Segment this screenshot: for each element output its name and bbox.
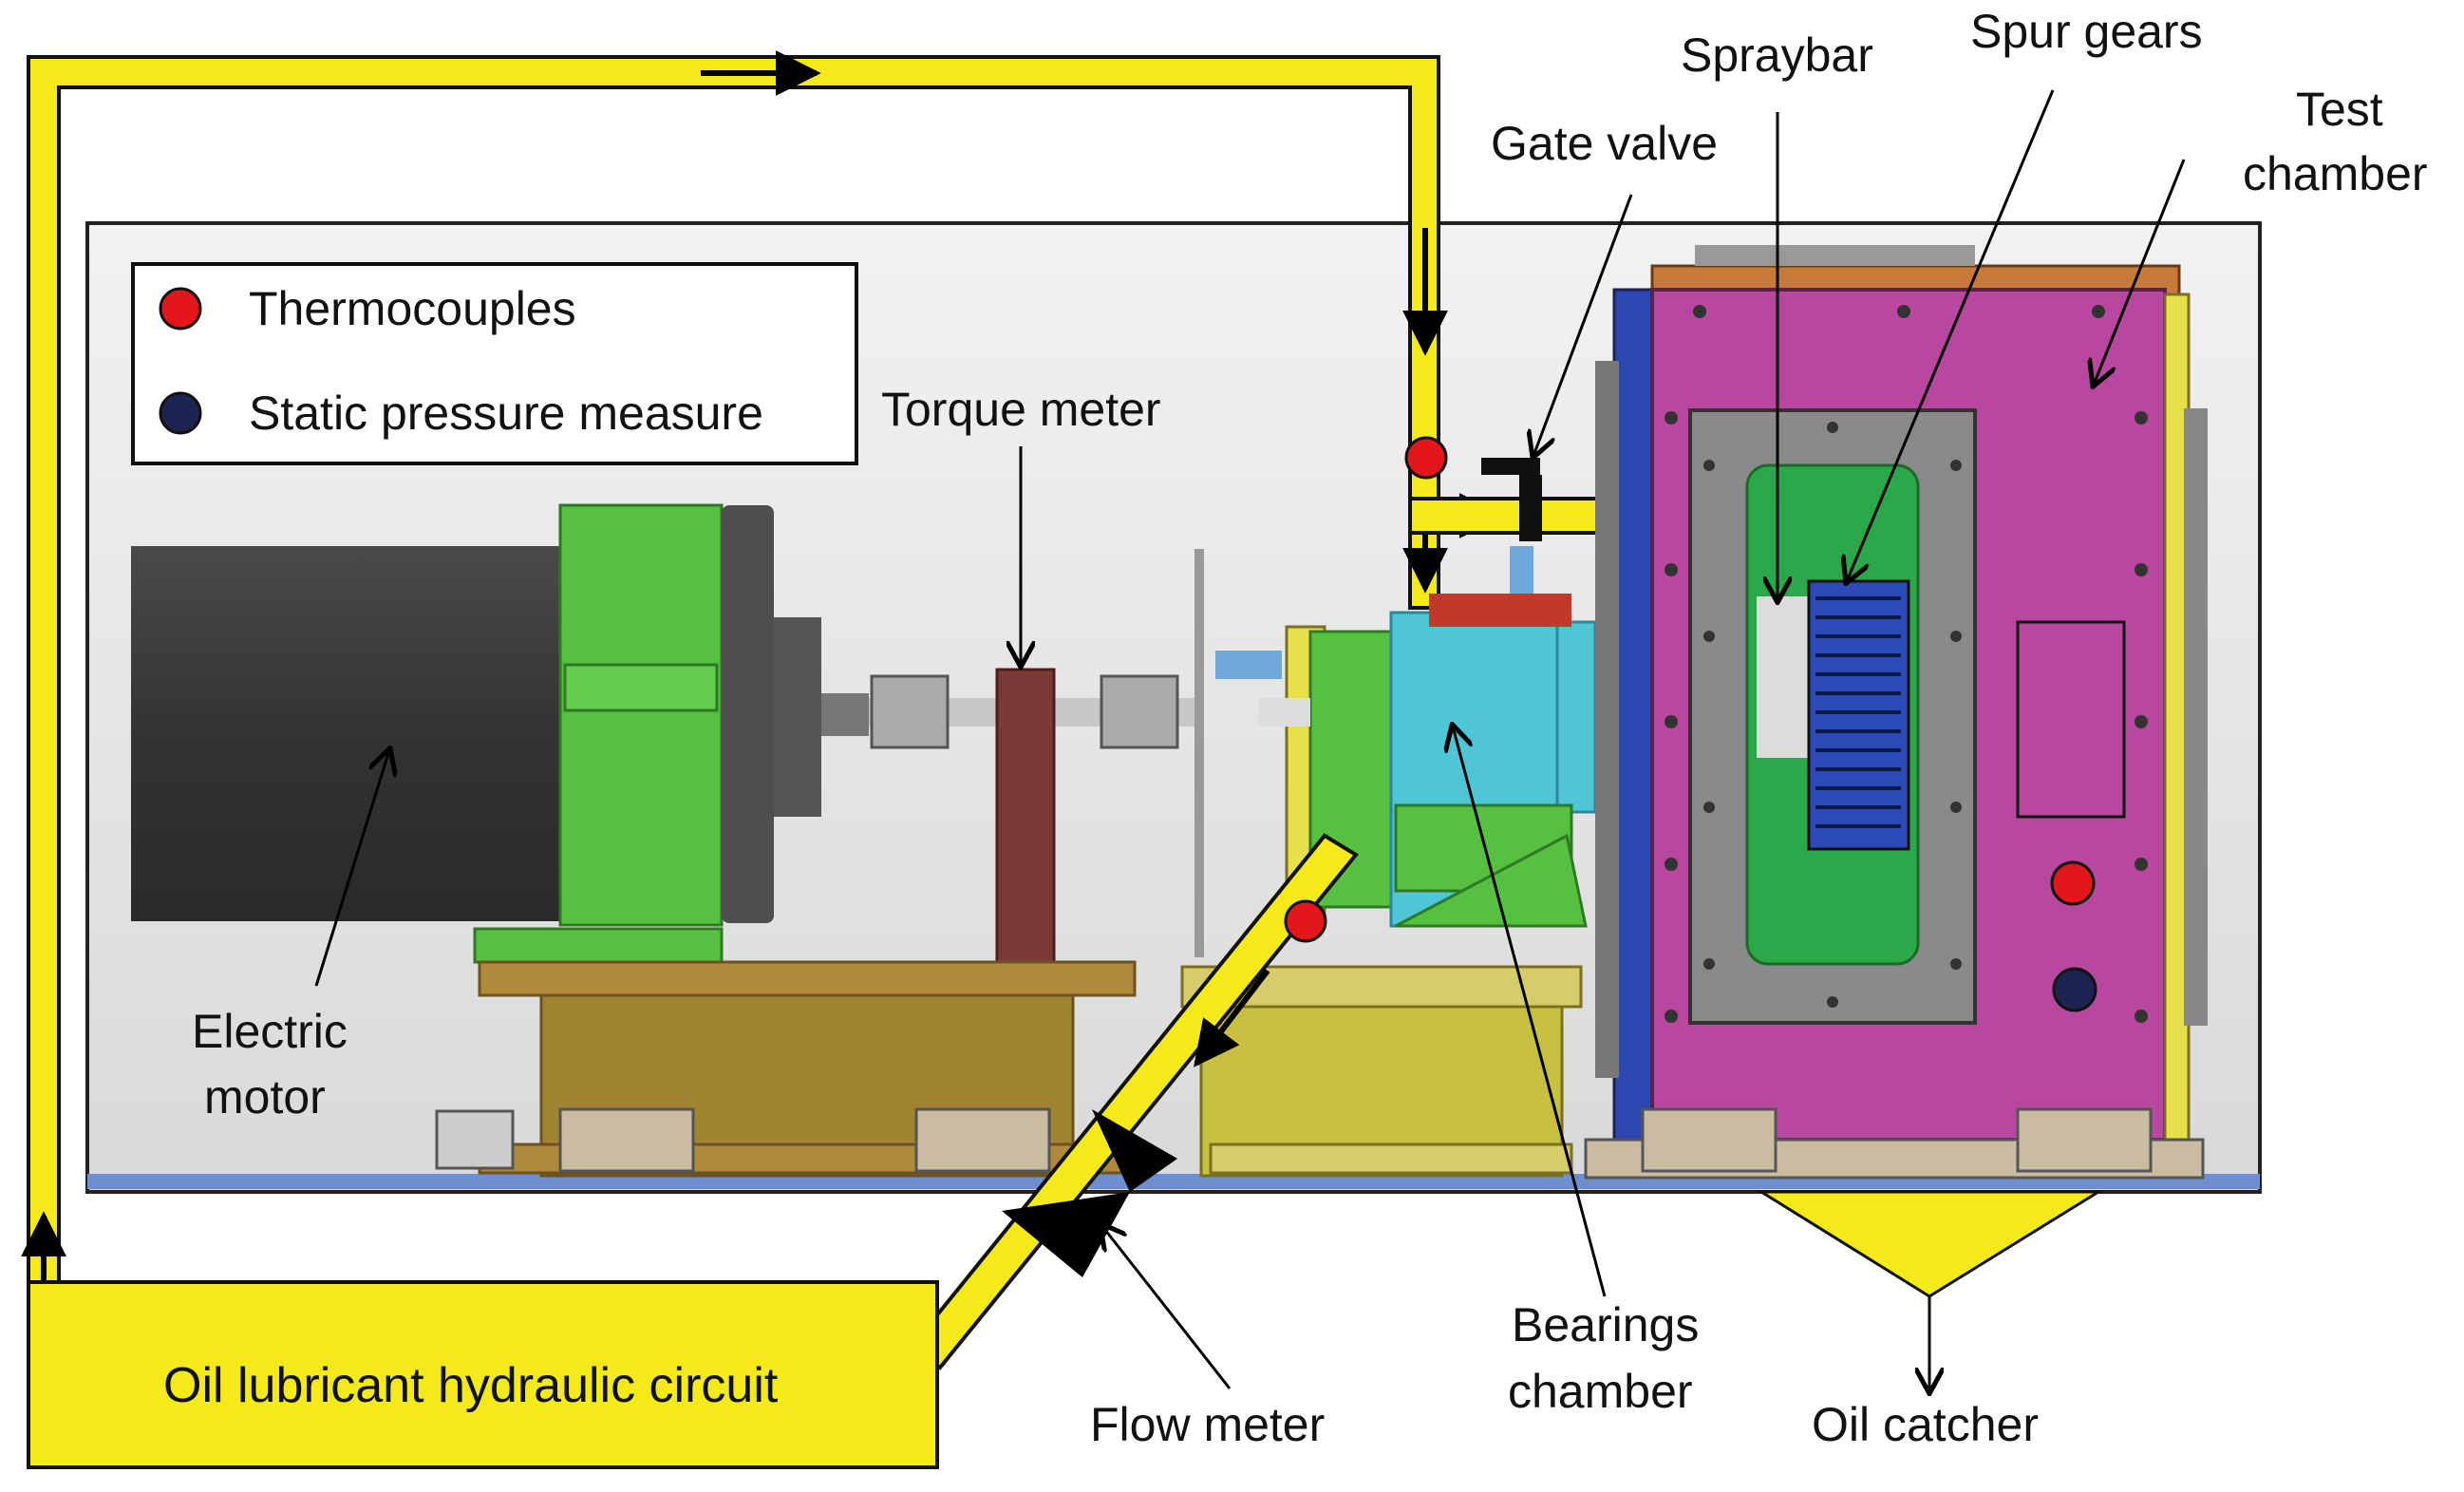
oil-catcher [1756,1190,2104,1298]
thermocouple-marker [1404,436,1448,480]
base-plates [435,960,1583,1178]
thermocouple-marker [1284,899,1327,943]
gate-valve-branch [1408,458,1607,541]
label-spur-gears: Spur gears [1970,5,2203,58]
sensors [1284,436,2097,1012]
label-bearings-chamber-2: chamber [1508,1365,1693,1418]
flow-meter [1002,1109,1177,1277]
label-torque-meter: Torque meter [881,383,1161,436]
labels: Spraybar Spur gears Gate valve Test cham… [192,5,2428,1451]
electric-motor [131,503,869,964]
label-flow-meter: Flow meter [1090,1398,1325,1451]
spur-gear-teeth [1815,596,1901,828]
chamber-bolts [1665,305,2148,1023]
test-chamber [1584,245,2208,1180]
label-spraybar: Spraybar [1681,28,1873,82]
label-test-chamber-2: chamber [2243,147,2428,200]
torque-meter-assembly [869,668,1201,964]
pressure-legend-icon [159,391,202,435]
pressure-marker [2052,967,2097,1012]
label-oil-catcher: Oil catcher [1812,1398,2039,1451]
thermocouple-marker [2050,860,2096,906]
thermocouple-legend-icon [159,287,202,331]
label-electric-motor-1: Electric [192,1005,348,1058]
legend-static-pressure: Static pressure measure [249,387,763,440]
hydraulic-circuit-box: Oil lubricant hydraulic circuit [27,1280,939,1469]
label-gate-valve: Gate valve [1491,117,1718,170]
bearings-chamber [1194,546,1597,957]
label-test-chamber-1: Test [2296,83,2383,136]
legend-thermocouples: Thermocouples [249,282,576,335]
leader-lines [314,89,2186,1391]
label-bearings-chamber-1: Bearings [1512,1298,1699,1351]
return-pipe [909,833,1359,1370]
label-electric-motor-2: motor [204,1070,326,1124]
hydraulic-circuit-label: Oil lubricant hydraulic circuit [163,1358,779,1413]
legend: Thermocouples Static pressure measure [131,262,858,465]
